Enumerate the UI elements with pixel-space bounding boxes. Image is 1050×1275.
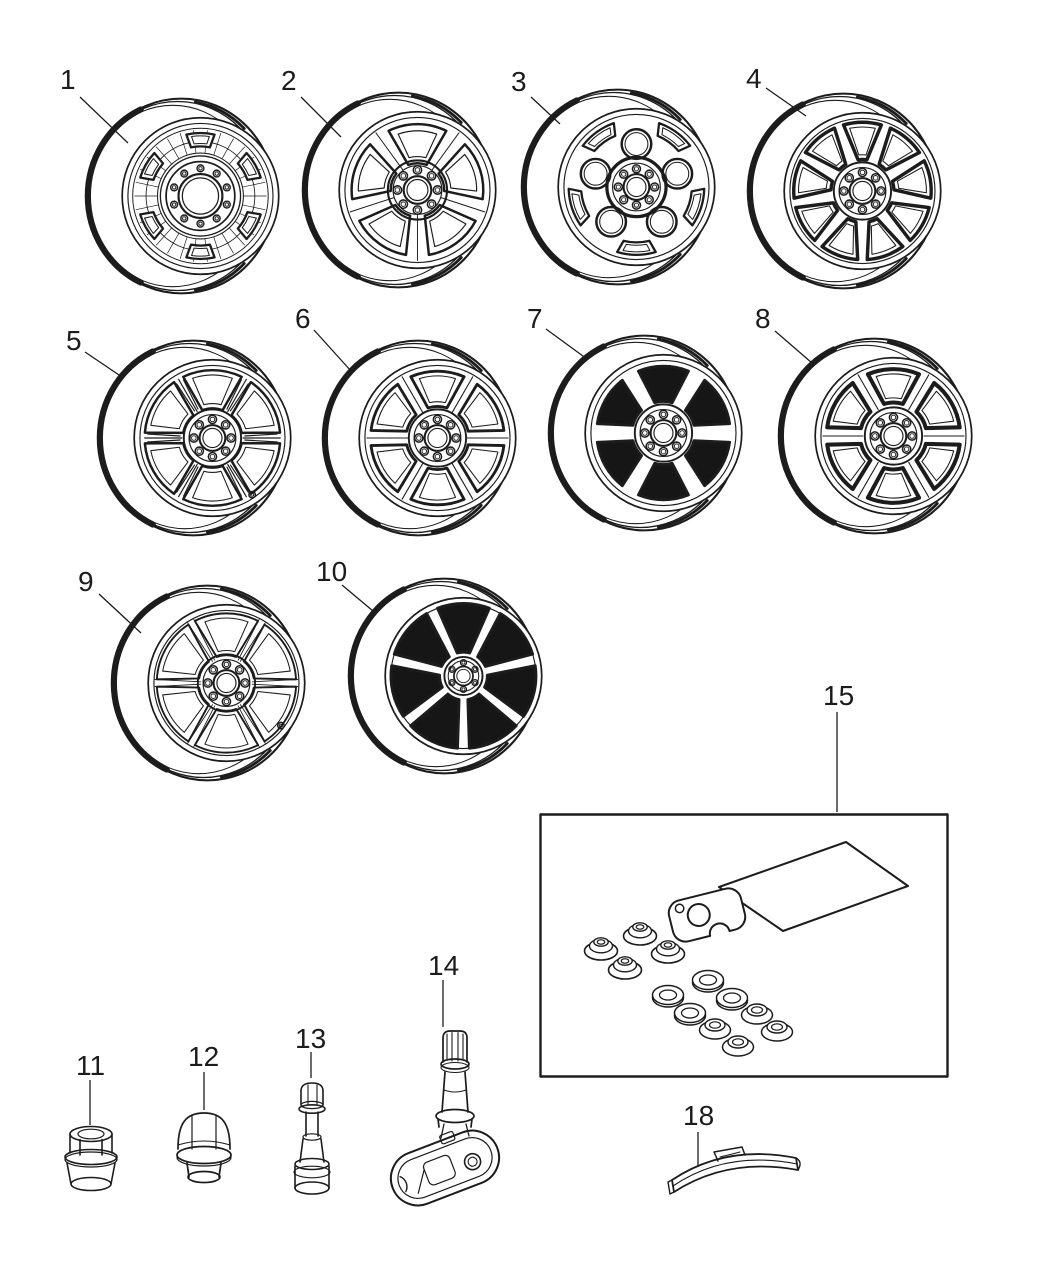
wheel-5-drawing bbox=[96, 333, 306, 543]
callout-13: 13 bbox=[295, 1023, 327, 1054]
tpms-service-kit-box bbox=[539, 813, 949, 1078]
wheel-4-svg bbox=[746, 92, 942, 290]
wheel-10-drawing bbox=[347, 571, 557, 781]
callout-9: 9 bbox=[78, 566, 94, 597]
wheel-3-svg bbox=[520, 88, 716, 286]
wheel-1-drawing bbox=[84, 91, 294, 301]
wheel-1-svg bbox=[84, 97, 280, 295]
callout-3: 3 bbox=[511, 66, 527, 97]
wheel-3-drawing bbox=[520, 82, 730, 292]
callout-4: 4 bbox=[746, 63, 762, 94]
wheel-7-svg bbox=[547, 334, 743, 532]
balance-weight-drawing bbox=[662, 1140, 806, 1204]
kit-bracket-tool bbox=[667, 887, 747, 943]
valve-stem-drawing bbox=[284, 1078, 340, 1200]
callout-2: 2 bbox=[281, 65, 297, 96]
callout-12: 12 bbox=[188, 1041, 220, 1072]
wheel-9-drawing bbox=[110, 578, 320, 788]
kit-hardware bbox=[583, 922, 794, 1057]
wheel-4-drawing bbox=[746, 86, 956, 296]
wheel-8-svg bbox=[777, 337, 973, 535]
callout-6: 6 bbox=[295, 303, 311, 334]
kit-box-outline bbox=[539, 813, 949, 1078]
wheel-6-drawing bbox=[321, 333, 531, 543]
wheel-9-svg bbox=[110, 584, 306, 782]
tpms-service-kit-drawing bbox=[539, 813, 949, 1078]
callout-18: 18 bbox=[683, 1100, 715, 1131]
kit-instruction-card bbox=[718, 841, 909, 932]
callout-10: 10 bbox=[316, 556, 348, 587]
callout-5: 5 bbox=[66, 325, 82, 356]
wheel-10-svg bbox=[347, 577, 543, 775]
tpms-sensor-drawing bbox=[381, 1026, 525, 1216]
callout-11: 11 bbox=[76, 1050, 106, 1081]
lug-nut-open-drawing bbox=[55, 1122, 127, 1197]
callout-15: 15 bbox=[823, 680, 855, 711]
wheel-8-drawing bbox=[777, 331, 987, 541]
wheel-6-svg bbox=[321, 339, 517, 537]
callout-14: 14 bbox=[428, 950, 460, 981]
callout-7: 7 bbox=[527, 303, 543, 334]
wheel-7-drawing bbox=[547, 328, 757, 538]
wheel-5-svg bbox=[96, 339, 292, 537]
callout-1: 1 bbox=[60, 64, 76, 95]
lug-nut-capped-drawing bbox=[172, 1107, 236, 1189]
wheel-2-drawing bbox=[301, 85, 511, 295]
wheel-2-svg bbox=[301, 91, 497, 289]
callout-8: 8 bbox=[755, 303, 771, 334]
